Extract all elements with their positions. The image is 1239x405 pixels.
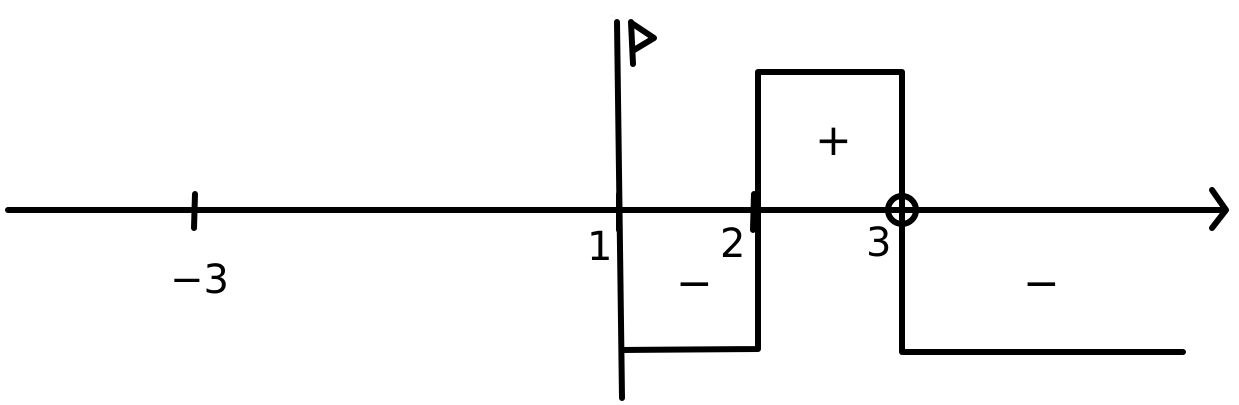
sign-label-interval-2-3: + <box>815 115 852 166</box>
p-flag-icon <box>630 21 657 53</box>
tick-mark-2 <box>750 191 757 233</box>
sign-step-graph <box>619 69 1186 355</box>
tick-mark-minus-3 <box>191 191 198 231</box>
function-label: P <box>612 15 613 17</box>
tick-label-1: 1 <box>587 224 612 270</box>
tick-label-2: 2 <box>720 221 745 267</box>
axis-arrow-icon <box>1209 187 1229 231</box>
tick-label-3: 3 <box>866 220 891 266</box>
tick-label-minus-3: −3 <box>170 257 229 303</box>
p-flag-stem <box>628 19 636 67</box>
sign-label-interval-1-2: − <box>676 258 713 309</box>
sign-label-interval-3-inf: − <box>1023 258 1060 309</box>
